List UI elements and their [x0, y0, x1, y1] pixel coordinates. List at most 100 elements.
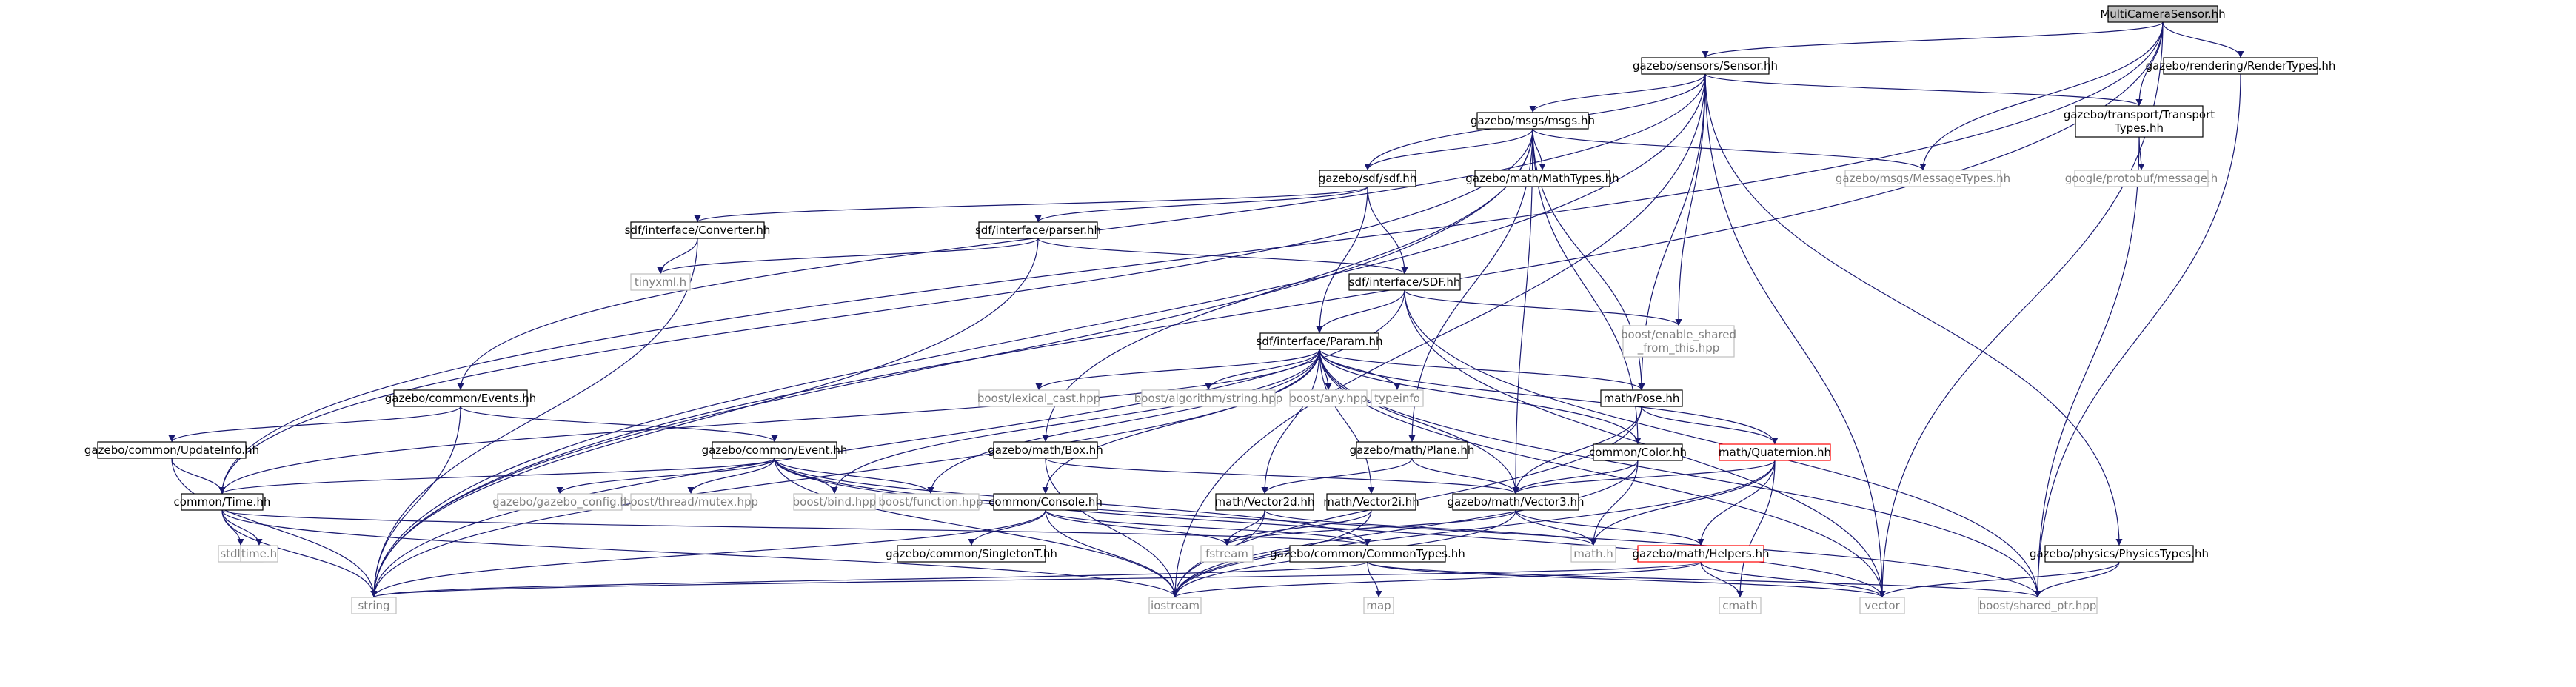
node-vector3[interactable]: gazebo/math/Vector3.hh	[1448, 493, 1585, 511]
edge-converter-to-string	[370, 238, 698, 598]
node-helpers[interactable]: gazebo/math/Helpers.hh	[1632, 545, 1770, 563]
node-math-types[interactable]: gazebo/math/MathTypes.hh	[1465, 170, 1619, 187]
node-box	[1319, 170, 1416, 187]
node-quaternion[interactable]: math/Quaternion.hh	[1719, 443, 1831, 461]
edge-quaternion-to-helpers	[1697, 460, 1776, 546]
node-box	[1215, 493, 1314, 511]
node-box	[993, 493, 1098, 511]
node-event-hh[interactable]: gazebo/common/Event.hh	[702, 441, 848, 459]
edge-color-to-iostream	[1171, 460, 1639, 598]
node-box	[2044, 545, 2194, 563]
node-label: tinyxml.h	[635, 275, 686, 289]
edge-event-hh-to-gazebo-config	[556, 458, 775, 495]
node-box	[2074, 170, 2209, 187]
node-box	[1474, 170, 1610, 187]
node-string: string	[351, 597, 397, 614]
node-label: gazebo/math/MathTypes.hh	[1465, 172, 1619, 185]
edge-vector2i-to-iostream	[1171, 509, 1372, 598]
node-param[interactable]: sdf/interface/Param.hh	[1257, 332, 1383, 350]
edge-sdfhh-to-sdf	[1367, 186, 1408, 275]
node-box	[630, 221, 765, 239]
node-sdfhh[interactable]: gazebo/sdf/sdf.hh	[1319, 170, 1417, 187]
edge-color-to-vector3	[1512, 460, 1639, 495]
edge-helpers-to-iostream	[1171, 561, 1702, 598]
edge-console-to-string	[370, 509, 1046, 598]
node-singleton-t[interactable]: gazebo/common/SingletonT.hh	[886, 545, 1057, 563]
node-mutex: boost/thread/mutex.hpp	[623, 493, 758, 511]
node-label: gazebo/math/Helpers.hh	[1632, 547, 1769, 560]
edge-event-hh-to-function	[774, 458, 934, 495]
node-label: sdf/interface/Converter.hh	[625, 224, 771, 237]
edge-vector2d-to-mathh	[1264, 509, 1597, 546]
edge-parser-to-string	[370, 238, 1039, 598]
node-plane[interactable]: gazebo/math/Plane.hh	[1350, 441, 1475, 459]
edge-msgs-to-vector3	[1512, 128, 1533, 495]
node-vector2i[interactable]: math/Vector2i.hh	[1323, 493, 1419, 511]
edge-time-to-common-types	[221, 509, 1371, 546]
node-box	[1289, 389, 1368, 407]
node-render-types[interactable]: gazebo/rendering/RenderTypes.hh	[2146, 57, 2336, 75]
edge-msgs-to-time	[218, 128, 1533, 495]
node-box	[630, 273, 691, 291]
node-box	[1200, 545, 1254, 563]
node-label: boost/lexical_cast.hpp	[977, 392, 1100, 406]
edge-sdfhh-to-param	[1316, 186, 1368, 334]
node-label: gazebo/rendering/RenderTypes.hh	[2146, 59, 2336, 73]
edge-update-info-to-time	[171, 458, 226, 495]
node-update-info[interactable]: gazebo/common/UpdateInfo.hh	[84, 441, 259, 459]
node-color[interactable]: common/Color.hh	[1589, 443, 1687, 461]
node-gazebo-config: gazebo/gazebo_config.h	[492, 493, 627, 511]
edge-msgs-to-message-types	[1532, 128, 1927, 171]
node-box	[630, 493, 752, 511]
node-console[interactable]: common/Console.hh	[988, 493, 1103, 511]
edge-vector3-to-fstream	[1223, 509, 1516, 546]
node-multi-camera-sensor[interactable]: MultiCameraSensor.hh	[2100, 5, 2226, 23]
node-box	[2163, 57, 2318, 75]
node-physics-types[interactable]: gazebo/physics/PhysicsTypes.hh	[2030, 545, 2209, 563]
edge-multi-camera-sensor-to-render-types	[2162, 21, 2244, 58]
edge-color-to-mathh	[1590, 460, 1639, 546]
node-label: boost/function.hpp	[878, 495, 983, 509]
edge-param-to-function	[927, 349, 1320, 495]
edge-param-to-pose	[1319, 349, 1645, 391]
node-label: boost/algorithm/string.hpp	[1134, 392, 1282, 405]
node-label: boost/enable_shared	[1621, 328, 1736, 342]
edge-msgs-to-string	[370, 128, 1533, 598]
edge-console-to-common-types	[1045, 509, 1371, 546]
node-pose[interactable]: math/Pose.hh	[1600, 389, 1683, 407]
node-msgs[interactable]: gazebo/msgs/msgs.hh	[1471, 112, 1595, 130]
node-label: gazebo/common/CommonTypes.hh	[1270, 547, 1465, 560]
node-label: fstream	[1205, 547, 1248, 560]
node-vector2d[interactable]: math/Vector2d.hh	[1215, 493, 1315, 511]
edge-console-to-singleton-t	[968, 509, 1046, 546]
node-sensor-hh[interactable]: gazebo/sensors/Sensor.hh	[1633, 57, 1778, 75]
node-box	[1452, 493, 1579, 511]
node-box	[882, 493, 980, 511]
node-box	[793, 493, 876, 511]
node-label: common/Time.hh	[174, 495, 271, 509]
node-time[interactable]: common/Time.hh	[174, 493, 271, 511]
edge-parser-to-sdf	[1037, 238, 1408, 275]
node-converter[interactable]: sdf/interface/Converter.hh	[625, 221, 771, 239]
edge-sensor-hh-to-iostream	[1171, 73, 1706, 598]
node-box	[351, 597, 397, 614]
node-timeh: time.h	[240, 545, 278, 563]
node-sdf[interactable]: sdf/interface/SDF.hh	[1348, 273, 1461, 291]
edge-pose-to-vector3	[1512, 406, 1642, 495]
node-events[interactable]: gazebo/common/Events.hh	[385, 389, 537, 407]
node-typeinfo: typeinfo	[1371, 389, 1424, 407]
node-label: math/Pose.hh	[1604, 392, 1680, 405]
node-label: math/Quaternion.hh	[1719, 446, 1831, 459]
edge-multi-camera-sensor-to-string	[370, 21, 2164, 598]
node-common-types[interactable]: gazebo/common/CommonTypes.hh	[1270, 545, 1465, 563]
edge-event-hh-to-shared-ptr	[774, 458, 2041, 598]
node-label: gazebo/msgs/msgs.hh	[1471, 114, 1595, 127]
node-box[interactable]: gazebo/math/Box.hh	[988, 441, 1103, 459]
node-label: sdf/interface/parser.hh	[975, 224, 1101, 237]
edge-vector2i-to-fstream	[1223, 509, 1372, 546]
edge-sdf-to-enable-shared	[1404, 289, 1682, 326]
node-parser[interactable]: sdf/interface/parser.hh	[975, 221, 1101, 239]
node-box	[2107, 5, 2218, 23]
node-label: gazebo/gazebo_config.h	[492, 495, 627, 509]
